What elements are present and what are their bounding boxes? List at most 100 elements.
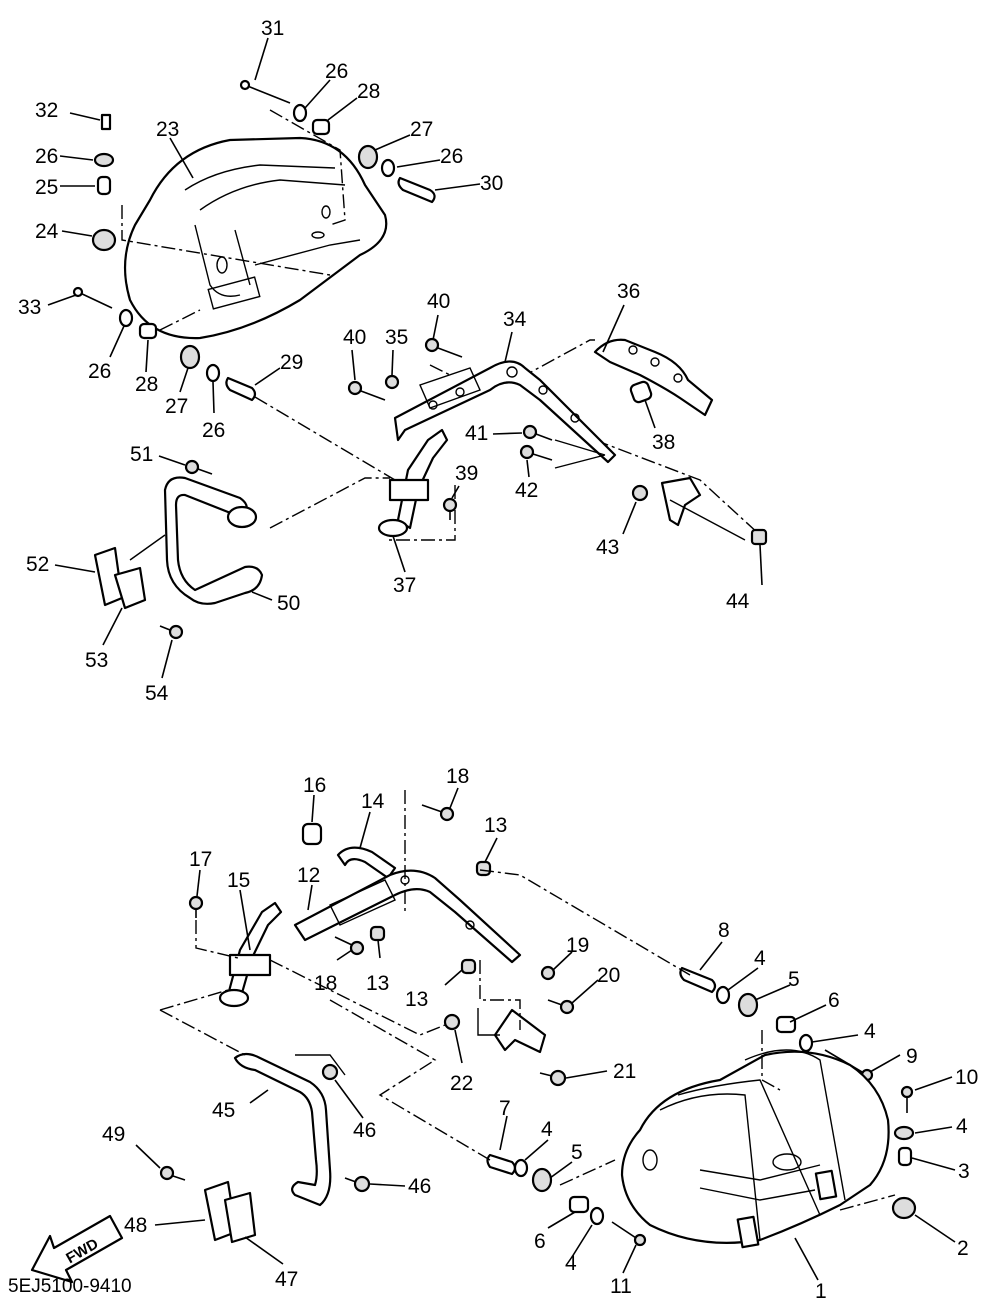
callout-28: 28 — [357, 80, 380, 103]
callout-21: 21 — [613, 1060, 636, 1083]
callout-45: 45 — [212, 1099, 235, 1122]
callout-10: 10 — [955, 1066, 978, 1089]
stay-37 — [377, 428, 449, 538]
callout-28: 28 — [135, 373, 158, 396]
collar-28 — [311, 118, 331, 136]
callout-20: 20 — [597, 964, 620, 987]
bolt-31 — [239, 79, 291, 104]
bolt-39 — [442, 497, 458, 520]
damper-5 — [531, 1167, 553, 1193]
washer-4 — [893, 1125, 915, 1141]
collar-3 — [897, 1146, 913, 1167]
washer-26 — [118, 308, 134, 328]
callout-35: 35 — [385, 326, 408, 349]
callout-6: 6 — [828, 989, 840, 1012]
bolt-10 — [900, 1085, 914, 1113]
washer-4 — [798, 1033, 814, 1053]
bolt-33 — [72, 286, 113, 309]
bolt-19 — [540, 965, 556, 981]
callout-47: 47 — [275, 1268, 298, 1291]
callout-25: 25 — [35, 176, 58, 199]
washer-4 — [589, 1206, 605, 1226]
callout-46: 46 — [408, 1175, 431, 1198]
callout-38: 38 — [652, 431, 675, 454]
collar-29 — [225, 376, 257, 402]
washer-4 — [715, 985, 731, 1005]
callout-34: 34 — [503, 308, 527, 331]
collar-16 — [301, 822, 323, 846]
callout-16: 16 — [303, 774, 326, 797]
callout-6: 6 — [534, 1230, 546, 1253]
washer-26 — [292, 103, 308, 123]
callout-3: 3 — [958, 1160, 970, 1183]
washer-4 — [513, 1158, 529, 1178]
collar-6 — [568, 1195, 590, 1214]
callout-26: 26 — [88, 360, 111, 383]
bolt-46 — [321, 1063, 339, 1081]
callout-42: 42 — [515, 479, 538, 502]
callout-23: 23 — [156, 118, 179, 141]
callout-27: 27 — [410, 118, 433, 141]
callout-26: 26 — [202, 419, 225, 442]
bolt-51 — [184, 459, 213, 475]
callout-53: 53 — [85, 649, 108, 672]
damper-2 — [891, 1196, 917, 1220]
collar-25 — [96, 175, 112, 196]
callout-37: 37 — [393, 574, 416, 597]
callout-36: 36 — [617, 280, 640, 303]
bolt-21 — [549, 1069, 567, 1087]
callout-41: 41 — [465, 422, 488, 445]
callout-18: 18 — [446, 765, 469, 788]
collar-38 — [629, 380, 653, 404]
leader-lines-bottom — [135, 787, 956, 1281]
callout-17: 17 — [189, 848, 212, 871]
callout-49: 49 — [102, 1123, 125, 1146]
callout-40: 40 — [427, 290, 450, 313]
callout-4: 4 — [754, 947, 766, 970]
callout-52: 52 — [26, 553, 49, 576]
bracket-43-plate — [660, 476, 702, 527]
callout-12: 12 — [297, 864, 320, 887]
damper-13 — [460, 958, 477, 975]
engine-guard-45 — [233, 1052, 332, 1207]
engine-guard-50 — [163, 476, 264, 605]
damper-27 — [357, 144, 379, 170]
leader-lines-top — [47, 37, 763, 679]
washer-26 — [93, 152, 115, 168]
callout-4: 4 — [565, 1252, 577, 1275]
bolt-18 — [334, 936, 365, 956]
damper-27 — [179, 344, 201, 370]
callout-14: 14 — [361, 790, 385, 813]
callout-32: 32 — [35, 99, 58, 122]
washer-26 — [380, 158, 396, 178]
bolt-46 — [353, 1175, 371, 1193]
callout-4: 4 — [956, 1115, 968, 1138]
collar-28 — [138, 322, 158, 340]
saddlebag-23 — [123, 136, 388, 340]
damper-13 — [369, 925, 386, 942]
callout-13: 13 — [405, 988, 428, 1011]
callout-1: 1 — [815, 1280, 827, 1303]
damper-5 — [737, 992, 759, 1018]
callout-51: 51 — [130, 443, 153, 466]
callout-15: 15 — [227, 869, 250, 892]
callout-26: 26 — [35, 145, 58, 168]
diagram-code: 5EJ5100-9410 — [8, 1276, 132, 1297]
callout-4: 4 — [541, 1118, 553, 1141]
callout-46: 46 — [353, 1119, 376, 1142]
callout-7: 7 — [499, 1097, 511, 1120]
callout-18: 18 — [314, 972, 337, 995]
callout-33: 33 — [18, 296, 41, 319]
damper-24 — [91, 228, 117, 252]
washer-26 — [205, 363, 221, 383]
collar-30 — [397, 176, 436, 204]
callout-11: 11 — [610, 1275, 632, 1298]
bolt-40 — [347, 380, 386, 401]
collar-6 — [775, 1015, 797, 1034]
collar-7 — [486, 1153, 517, 1176]
clamp-47 — [223, 1191, 257, 1244]
clamp-53 — [113, 566, 147, 610]
bolt-32 — [100, 113, 112, 131]
nut-44 — [750, 528, 768, 546]
bolt-41 — [522, 424, 553, 441]
